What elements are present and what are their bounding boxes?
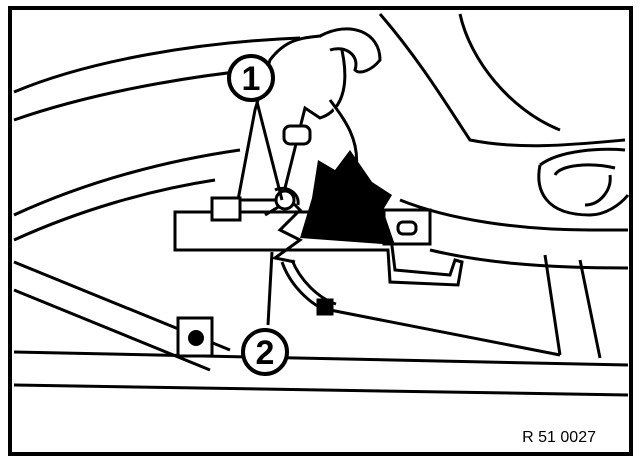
callout-2-leader xyxy=(266,251,274,326)
direction-arrow xyxy=(300,150,395,245)
figure-reference-code: R 51 0027 xyxy=(522,429,596,446)
callout-1: 1 xyxy=(227,54,275,102)
callout-1-circle xyxy=(227,54,275,102)
callout-2-circle xyxy=(241,328,289,376)
mounting-bolt xyxy=(176,316,214,358)
right-panel xyxy=(378,13,630,359)
callout-1-leader xyxy=(254,97,284,201)
release-cable xyxy=(280,259,337,316)
callout-2: 2 xyxy=(241,328,289,376)
latch-rail xyxy=(173,196,464,287)
callout-1-label: 1 xyxy=(242,60,261,98)
callout-2-label: 2 xyxy=(256,334,275,372)
